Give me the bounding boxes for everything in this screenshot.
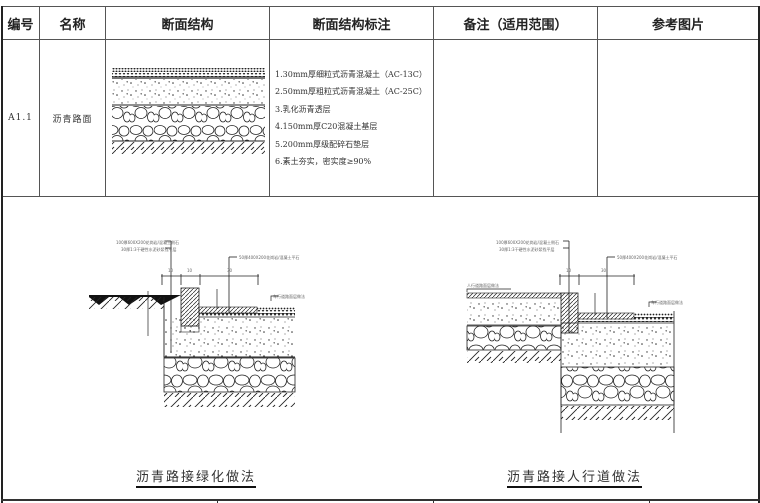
section-structure-cell xyxy=(105,39,270,197)
header-section-notes: 断面结构标注 xyxy=(269,6,434,40)
dim-label: 30 xyxy=(601,268,607,273)
note-item: 1.30mm厚细粒式沥青混凝土（AC-13C） xyxy=(275,69,427,79)
pavement-spec-table: 编号 名称 断面结构 断面结构标注 备注（适用范围） 参考图片 A1.1 沥青路… xyxy=(1,6,759,197)
layer-coarse-asphalt xyxy=(112,73,265,77)
dim-label: 10 xyxy=(168,268,174,273)
detail-drawings xyxy=(89,240,675,433)
section-notes-cell: 1.30mm厚细粒式沥青混凝土（AC-13C） 2.50mm厚粗粒式沥青混凝土（… xyxy=(269,39,434,197)
dim-label: 30 xyxy=(227,268,233,273)
row-name: 沥青路面 xyxy=(39,39,106,197)
bottom-border xyxy=(1,499,760,501)
header-code: 编号 xyxy=(1,6,40,40)
detail-asphalt-to-greenery xyxy=(89,240,296,407)
label-curb-2: 100厚600X200花岗岩/混凝土侧石 xyxy=(496,240,559,245)
row-code: A1.1 xyxy=(1,39,40,197)
gravel-layer xyxy=(163,357,296,393)
header-name: 名称 xyxy=(39,6,106,40)
concrete-base xyxy=(164,317,295,357)
header-remarks: 备注（适用范围） xyxy=(433,6,598,40)
note-item: 3.乳化沥青透层 xyxy=(275,104,331,114)
table-row: A1.1 沥青路面 xyxy=(1,39,759,197)
border-right xyxy=(758,6,760,503)
detail-caption-sidewalk: 沥青路接人行道做法 xyxy=(507,466,643,488)
gravel-layer xyxy=(560,366,675,406)
table-header-row: 编号 名称 断面结构 断面结构标注 备注（适用范围） 参考图片 xyxy=(1,6,759,40)
label-curb-1: 100厚600X200花岗岩/混凝土侧石 xyxy=(116,240,179,245)
reference-image-cell xyxy=(597,39,759,197)
border-left xyxy=(1,6,3,503)
note-item: 4.150mm厚C20混凝土基层 xyxy=(275,122,378,131)
note-item: 2.50mm厚粗粒式沥青混凝土（AC-25C） xyxy=(275,87,427,96)
bottom-divider xyxy=(649,500,650,503)
label-sidewalk-2: 人行道路面层做法 xyxy=(467,283,499,288)
label-road-1: 车行道路面层做法 xyxy=(273,294,305,299)
layer-concrete-base xyxy=(112,79,265,105)
header-reference-image: 参考图片 xyxy=(597,6,759,40)
note-item: 5.200mm厚级配碎石垫层 xyxy=(275,139,370,149)
label-flat-stone-1: 50厚400X200花岗岩/混凝土平石 xyxy=(239,255,300,260)
label-mortar-1: 30厚1:3干硬性水泥砂浆找平层 xyxy=(121,247,177,252)
detail-asphalt-to-sidewalk xyxy=(466,240,675,433)
remarks-cell xyxy=(433,39,598,197)
label-mortar-2: 30厚1:3干硬性水泥砂浆找平层 xyxy=(499,247,555,252)
section-notes-list: 1.30mm厚细粒式沥青混凝土（AC-13C） 2.50mm厚粗粒式沥青混凝土（… xyxy=(275,66,433,171)
bottom-divider xyxy=(433,500,434,503)
bottom-divider xyxy=(217,500,218,503)
dim-label: 10 xyxy=(566,268,572,273)
layer-graded-gravel xyxy=(112,106,265,141)
note-item: 6.素土夯实，密实度≥90% xyxy=(275,157,372,166)
layer-fine-asphalt xyxy=(112,68,265,72)
concrete-base xyxy=(561,324,674,366)
dim-label: 10 xyxy=(187,268,193,273)
label-road-2: 车行道路面层做法 xyxy=(651,300,683,305)
detail-caption-greenery: 沥青路接绿化做法 xyxy=(136,466,257,488)
layer-compacted-soil xyxy=(112,142,265,154)
header-section-structure: 断面结构 xyxy=(105,6,270,40)
label-flat-stone-2: 50厚400X200花岗岩/混凝土平石 xyxy=(617,255,678,260)
section-structure-drawing xyxy=(112,68,265,154)
